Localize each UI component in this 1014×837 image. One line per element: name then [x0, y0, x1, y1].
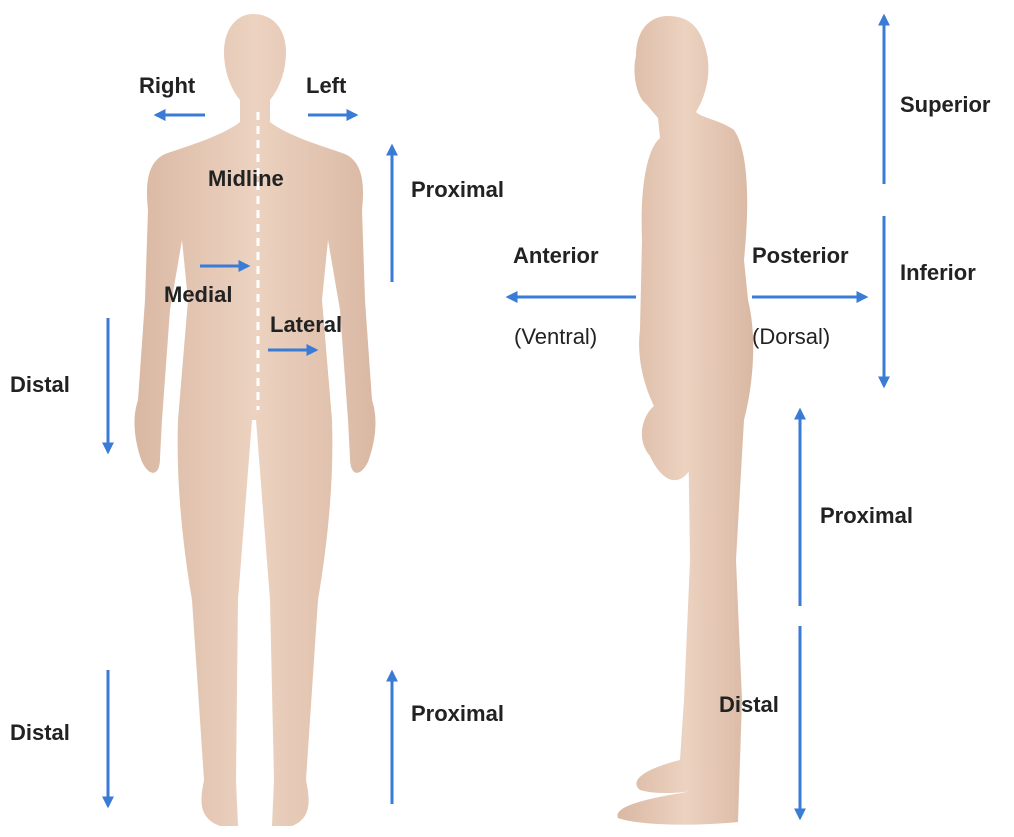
front-proximal-upper-label: Proximal: [411, 179, 504, 201]
right-label: Right: [139, 75, 195, 97]
front-distal-lower-label: Distal: [10, 722, 70, 744]
dorsal-label: (Dorsal): [752, 326, 830, 348]
ventral-label: (Ventral): [514, 326, 597, 348]
midline-label: Midline: [208, 168, 284, 190]
front-proximal-lower-label: Proximal: [411, 703, 504, 725]
side-proximal-label: Proximal: [820, 505, 913, 527]
side-distal-label: Distal: [719, 694, 779, 716]
left-label: Left: [306, 75, 346, 97]
front-body-silhouette: [135, 14, 376, 826]
anterior-label: Anterior: [513, 245, 599, 267]
lateral-label: Lateral: [270, 314, 342, 336]
front-distal-upper-label: Distal: [10, 374, 70, 396]
posterior-label: Posterior: [752, 245, 849, 267]
inferior-label: Inferior: [900, 262, 976, 284]
medial-label: Medial: [164, 284, 232, 306]
front-body-figure: [135, 14, 376, 826]
superior-label: Superior: [900, 94, 990, 116]
